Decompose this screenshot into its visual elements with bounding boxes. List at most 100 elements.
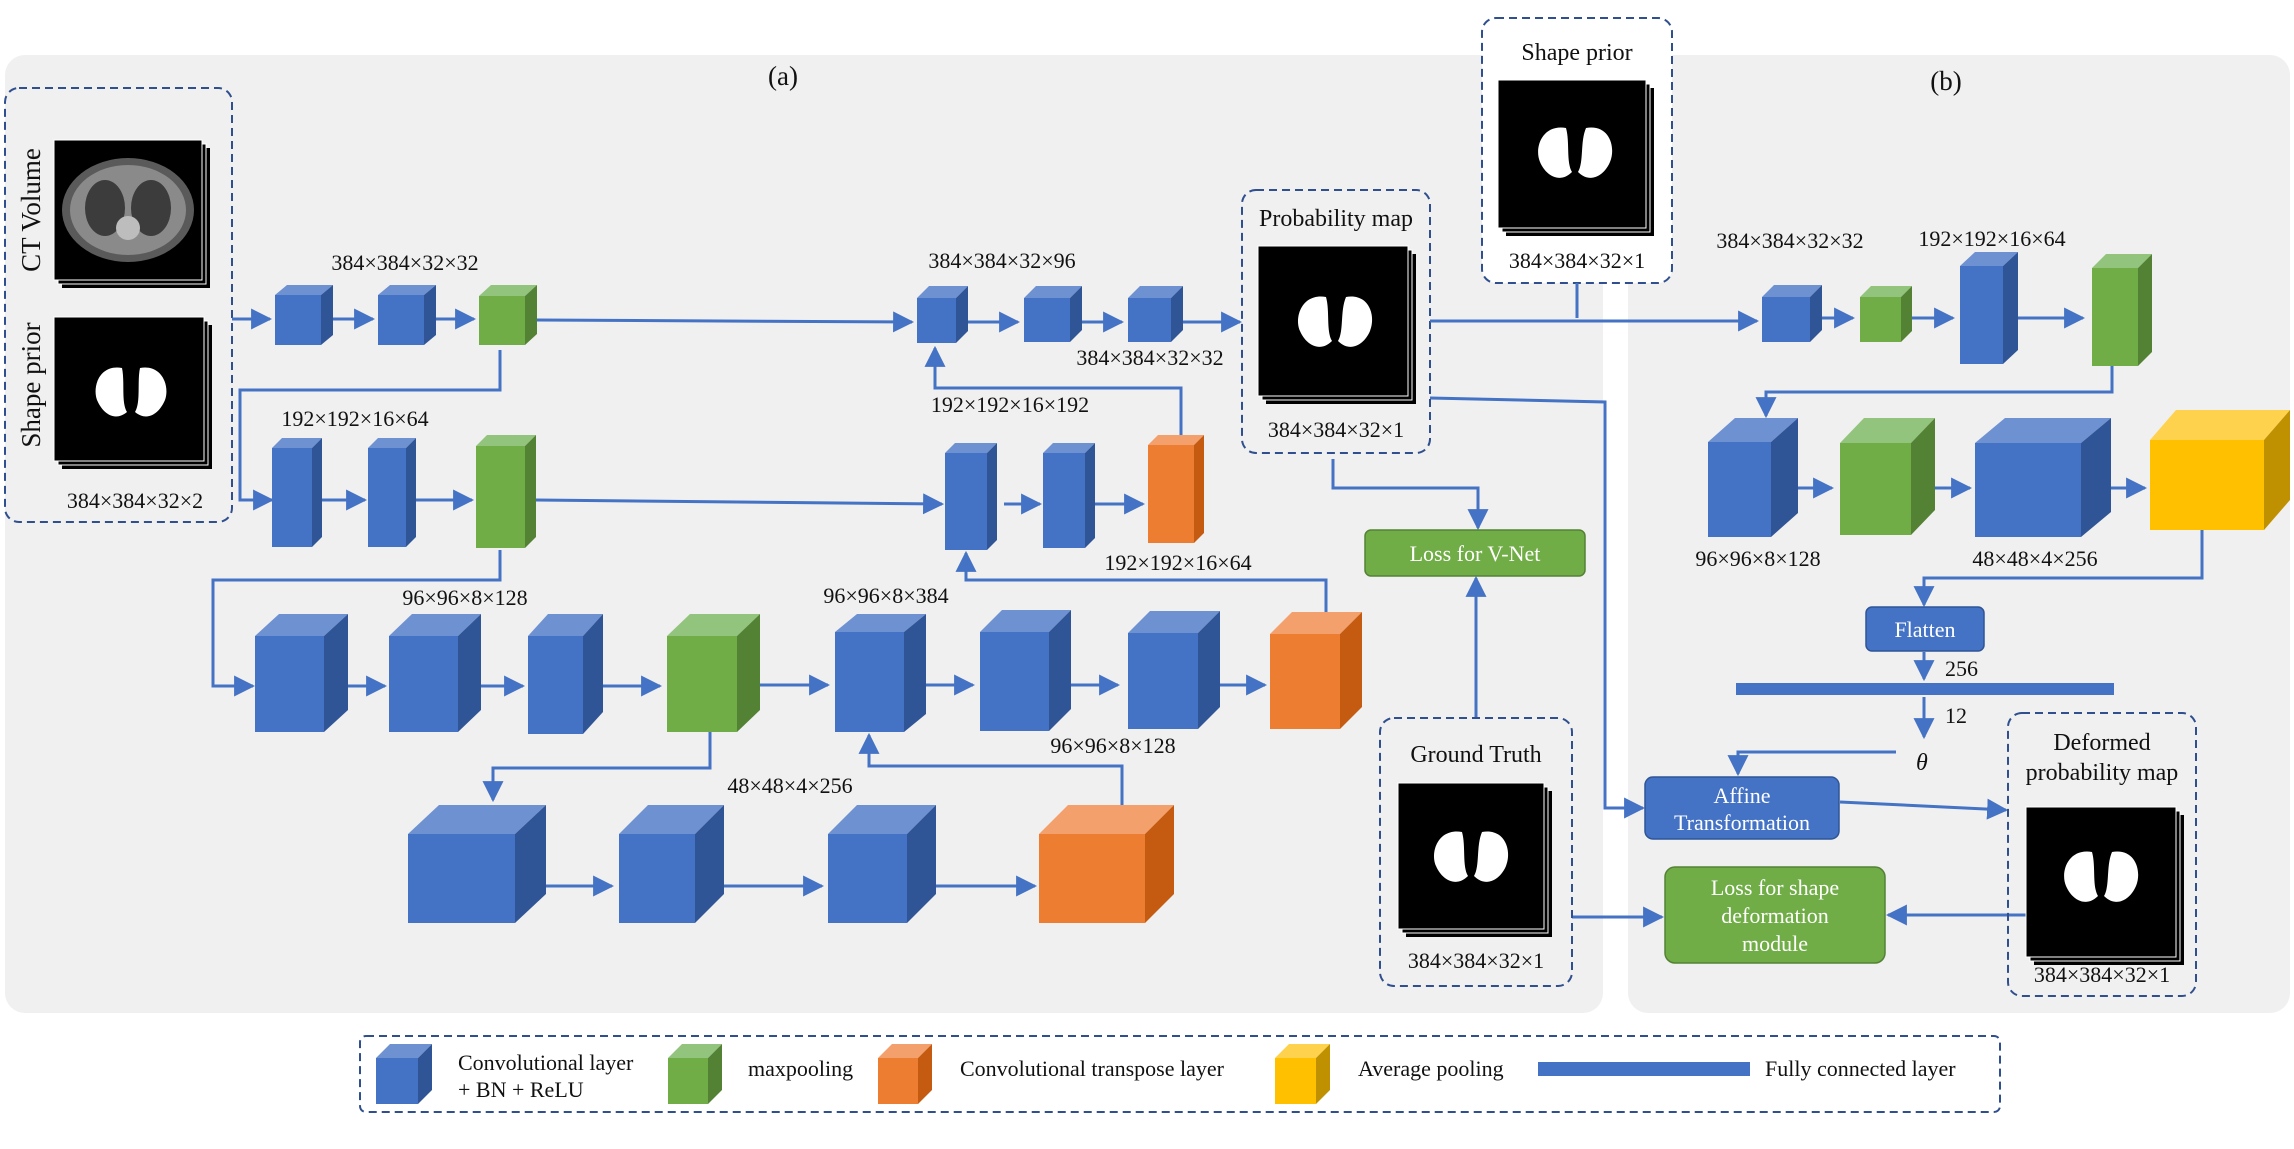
prob-map-title: Probability map (1259, 206, 1413, 232)
loss-vnet-label: Loss for V-Net (1410, 541, 1541, 566)
ct-volume-image (53, 139, 210, 288)
prob-map-image (1257, 245, 1416, 404)
connections-b (1430, 283, 2204, 926)
conv-block-r2-2 (368, 438, 416, 547)
b-maxpool-block-2 (2092, 254, 2152, 366)
loss-shape-box (1664, 866, 1886, 964)
panel-b-title: (b) (1930, 66, 1961, 96)
dec-d2-top-dims: 192×192×16×192 (931, 392, 1089, 417)
prob-map-dims: 384×384×32×1 (1268, 417, 1404, 442)
legend-avgpool-label: Average pooling (1358, 1056, 1504, 1081)
b-maxpool-block-3 (1840, 418, 1935, 535)
b-conv-block-1 (1762, 285, 1822, 342)
legend-box (359, 1035, 2001, 1113)
conv-block-r2-1 (272, 438, 322, 547)
shape-prior-b-title: Shape prior (1521, 40, 1632, 66)
dec-d3-top-dims: 96×96×8×384 (823, 583, 948, 608)
fc-256-label: 256 (1945, 656, 1978, 681)
conv-block-r3-6 (1128, 611, 1220, 729)
conv-block-r3-1 (255, 614, 348, 732)
affine-box (1644, 776, 1840, 840)
conv-block-r1-2 (378, 285, 436, 345)
ct-volume-label: CT Volume (16, 148, 46, 272)
conv-block-r1-4 (1024, 286, 1082, 342)
deformed-title-1: Deformed (2053, 730, 2150, 756)
dec-d3-bot-dims: 96×96×8×128 (1050, 733, 1175, 758)
enc-l4-dims: 48×48×4×256 (727, 773, 852, 798)
conv-block-r3-4 (835, 614, 926, 732)
dec-d1-top-dims: 384×384×32×96 (928, 248, 1075, 273)
transpose-block-r3 (1270, 612, 1362, 729)
flatten-label: Flatten (1894, 617, 1955, 642)
shape-prior-b-image (1497, 79, 1654, 236)
fc-bar (1736, 683, 2114, 695)
affine-label-2: Transformation (1674, 810, 1810, 835)
b-avgpool-block (2150, 410, 2290, 530)
maxpool-block-r3 (667, 614, 760, 732)
panel-a-background (5, 55, 1603, 1013)
legend-transpose-swatch (878, 1044, 932, 1104)
deformed-box (2007, 712, 2197, 997)
shape-prior-image (53, 316, 212, 469)
enc-l3-dims: 96×96×8×128 (402, 585, 527, 610)
loss-shape-label-3: module (1742, 931, 1808, 956)
b-r2-dims-a: 96×96×8×128 (1695, 546, 1820, 571)
b-conv-block-4 (1975, 418, 2111, 537)
ground-truth-box (1379, 717, 1573, 987)
legend-conv-label-2: + BN + ReLU (458, 1077, 584, 1102)
conv-block-r4-1 (408, 805, 546, 923)
deformed-image (2025, 806, 2184, 965)
legend-fc-swatch (1538, 1062, 1750, 1076)
conv-block-r1-1 (275, 285, 333, 345)
ground-truth-dims: 384×384×32×1 (1408, 948, 1544, 973)
legend-conv-swatch (376, 1044, 432, 1104)
ground-truth-title: Ground Truth (1410, 742, 1541, 768)
legend-maxpool-label: maxpooling (748, 1056, 853, 1081)
fc-12-label: 12 (1945, 703, 1967, 728)
conv-block-r4-2 (619, 805, 724, 923)
b-r2-dims-b: 48×48×4×256 (1972, 546, 2097, 571)
loss-vnet-box (1364, 529, 1586, 577)
shape-prior-label: Shape prior (16, 322, 46, 447)
conv-block-r3-3 (528, 614, 603, 734)
conv-block-r2-4 (1043, 443, 1095, 548)
flatten-box (1865, 606, 1985, 652)
b-maxpool-block-1 (1860, 286, 1912, 342)
shape-prior-b-dims: 384×384×32×1 (1509, 248, 1645, 273)
enc-l1-dims: 384×384×32×32 (331, 250, 478, 275)
b-r1-dims-b: 192×192×16×64 (1918, 226, 2065, 251)
input-dims: 384×384×32×2 (67, 488, 203, 513)
maxpool-block-r1 (479, 285, 537, 345)
panel-a-title: (a) (768, 61, 798, 91)
legend-fc-label: Fully connected layer (1765, 1056, 1956, 1081)
transpose-block-r2 (1148, 435, 1204, 543)
loss-shape-label-2: deformation (1721, 903, 1829, 928)
theta-label: θ (1916, 750, 1928, 776)
b-r1-dims-a: 384×384×32×32 (1716, 228, 1863, 253)
legend-maxpool-swatch (668, 1044, 722, 1104)
conv-block-r4-3 (828, 805, 936, 923)
legend-avgpool-swatch (1275, 1044, 1330, 1104)
input-box (4, 87, 233, 523)
loss-shape-label-1: Loss for shape (1711, 875, 1839, 900)
transpose-block-r4 (1039, 805, 1174, 923)
connections-a (211, 308, 1665, 928)
dec-d1-bot-dims: 384×384×32×32 (1076, 345, 1223, 370)
deformed-title-2: probability map (2026, 760, 2179, 786)
conv-block-r2-3 (945, 443, 997, 550)
affine-label-1: Affine (1713, 783, 1770, 808)
deformed-dims: 384×384×32×1 (2034, 962, 2170, 987)
conv-block-r3-5 (980, 610, 1071, 731)
ground-truth-image (1397, 782, 1552, 937)
dec-d2-bot-dims: 192×192×16×64 (1104, 550, 1251, 575)
b-conv-block-3 (1708, 418, 1798, 537)
enc-l2-dims: 192×192×16×64 (281, 406, 428, 431)
maxpool-block-r2 (476, 435, 536, 548)
legend-transpose-label: Convolutional transpose layer (960, 1056, 1225, 1081)
conv-block-r3-2 (389, 614, 481, 732)
legend-conv-label-1: Convolutional layer (458, 1050, 634, 1075)
b-conv-block-2 (1960, 252, 2018, 364)
conv-block-r1-3 (917, 286, 968, 343)
conv-block-r1-5 (1128, 286, 1183, 342)
